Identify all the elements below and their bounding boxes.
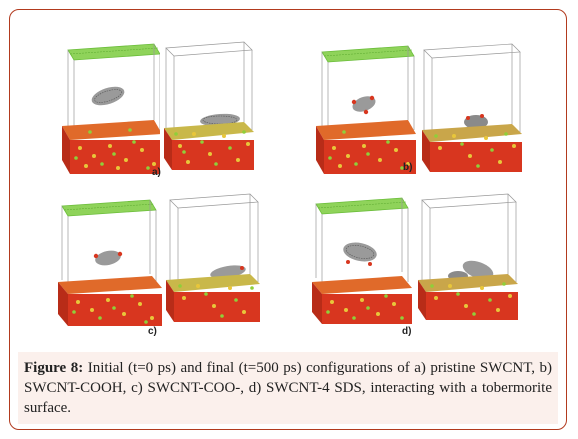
- panel-a-final: [164, 41, 254, 170]
- slab: [422, 124, 522, 172]
- slab: [418, 274, 518, 320]
- figure-caption: Figure 8: Initial (t=0 ps) and final (t=…: [18, 352, 558, 424]
- nanotube: [343, 242, 377, 266]
- panel-a-initial: [62, 43, 160, 174]
- slab: [164, 122, 254, 170]
- nanotube: [93, 250, 123, 266]
- panel-b-final: [422, 43, 522, 172]
- panel-d-final: [418, 193, 518, 320]
- panel-d-initial: [312, 197, 412, 324]
- figure-panels: a): [10, 10, 566, 348]
- caption-text: Initial (t=0 ps) and final (t=500 ps) co…: [24, 360, 552, 416]
- slab: [316, 120, 416, 174]
- panel-c-initial: [58, 199, 162, 326]
- slab: [166, 274, 260, 322]
- panel-label-a: a): [152, 167, 161, 178]
- nanotube: [464, 114, 488, 129]
- figure-frame: a): [9, 9, 567, 430]
- figure-number: Figure 8:: [24, 360, 84, 376]
- panel-label-b: b): [403, 162, 413, 173]
- panel-c-final: [166, 193, 260, 322]
- slab: [58, 276, 162, 326]
- green-layer: [61, 199, 157, 217]
- green-layer: [315, 197, 409, 215]
- green-layer: [67, 43, 160, 61]
- slab: [312, 276, 412, 324]
- slab: [62, 120, 160, 174]
- panel-label-c: c): [148, 326, 157, 337]
- nanotube: [351, 95, 376, 115]
- nanotube: [91, 86, 125, 106]
- panel-label-d: d): [402, 326, 412, 337]
- panel-b-initial: [316, 45, 416, 174]
- green-layer: [321, 45, 415, 63]
